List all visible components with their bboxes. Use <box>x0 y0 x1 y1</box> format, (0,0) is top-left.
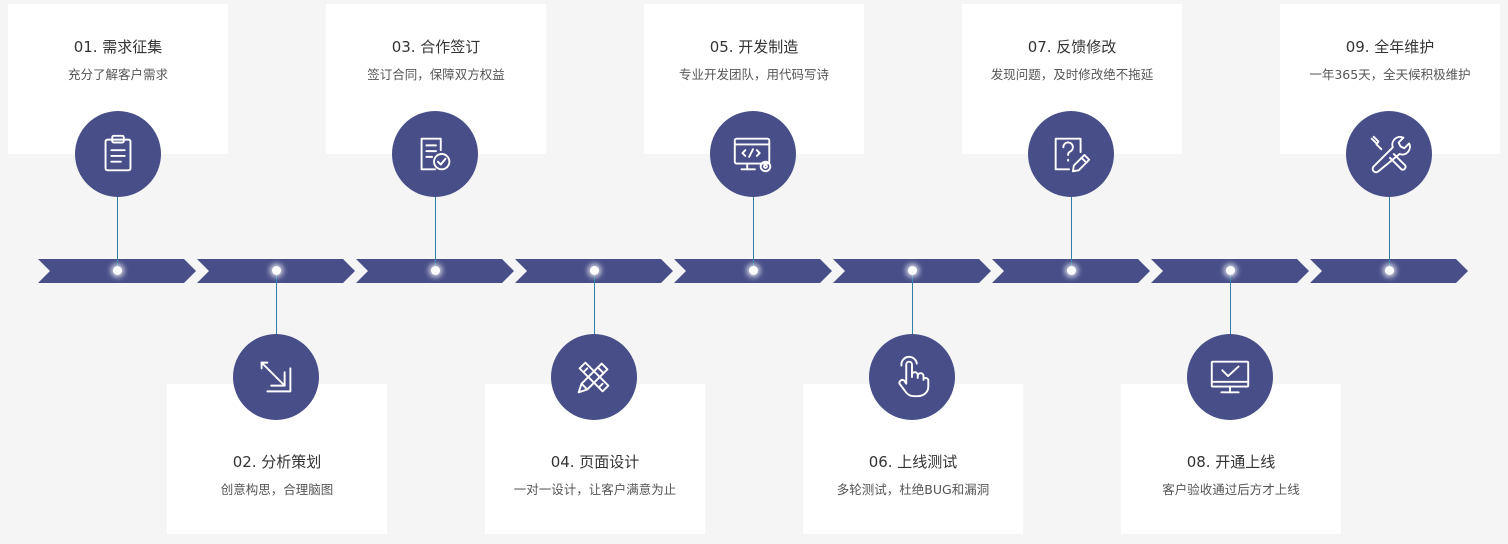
step-icon-circle-4 <box>551 334 637 420</box>
step-icon-circle-3 <box>392 111 478 197</box>
connector-line <box>435 196 436 271</box>
step-title: 09. 全年维护 <box>1280 37 1500 57</box>
timeline-dot <box>272 266 281 275</box>
step-icon-circle-5 <box>710 111 796 197</box>
step-icon-circle-7 <box>1028 111 1114 197</box>
step-desc: 签订合同，保障双方权益 <box>326 66 546 84</box>
timeline-dot <box>1385 266 1394 275</box>
pointer-hand-icon <box>889 354 935 400</box>
step-title: 02. 分析策划 <box>167 452 387 472</box>
pencil-ruler-icon <box>571 354 617 400</box>
step-desc: 多轮测试，杜绝BUG和漏洞 <box>803 481 1023 499</box>
tools-icon <box>1366 131 1412 177</box>
question-edit-icon <box>1048 131 1094 177</box>
connector-line <box>117 196 118 271</box>
timeline-dot <box>908 266 917 275</box>
contract-check-icon <box>412 131 458 177</box>
step-desc: 专业开发团队，用代码写诗 <box>644 66 864 84</box>
step-desc: 创意构思，合理脑图 <box>167 481 387 499</box>
connector-line <box>1071 196 1072 271</box>
monitor-check-icon <box>1207 354 1253 400</box>
step-desc: 一对一设计，让客户满意为止 <box>485 481 705 499</box>
timeline-dot <box>1226 266 1235 275</box>
step-icon-circle-1 <box>75 111 161 197</box>
connector-line <box>753 196 754 271</box>
connector-line <box>276 271 277 335</box>
connector-line <box>1389 196 1390 271</box>
step-icon-circle-6 <box>869 334 955 420</box>
step-title: 07. 反馈修改 <box>962 37 1182 57</box>
step-desc: 一年365天，全天候积极维护 <box>1280 66 1500 84</box>
timeline-dot <box>590 266 599 275</box>
step-desc: 客户验收通过后方才上线 <box>1121 481 1341 499</box>
step-title: 06. 上线测试 <box>803 452 1023 472</box>
connector-line <box>912 271 913 335</box>
step-title: 05. 开发制造 <box>644 37 864 57</box>
timeline-dot <box>431 266 440 275</box>
timeline-dot <box>1067 266 1076 275</box>
clipboard-icon <box>95 131 141 177</box>
timeline-dot <box>749 266 758 275</box>
step-icon-circle-9 <box>1346 111 1432 197</box>
connector-line <box>1230 271 1231 335</box>
step-title: 01. 需求征集 <box>8 37 228 57</box>
step-desc: 发现问题，及时修改绝不拖延 <box>962 66 1182 84</box>
code-window-icon <box>730 131 776 177</box>
arrow-diagonal-icon <box>253 354 299 400</box>
step-title: 04. 页面设计 <box>485 452 705 472</box>
step-title: 03. 合作签订 <box>326 37 546 57</box>
step-desc: 充分了解客户需求 <box>8 66 228 84</box>
step-icon-circle-2 <box>233 334 319 420</box>
step-icon-circle-8 <box>1187 334 1273 420</box>
timeline-dot <box>113 266 122 275</box>
connector-line <box>594 271 595 335</box>
step-title: 08. 开通上线 <box>1121 452 1341 472</box>
